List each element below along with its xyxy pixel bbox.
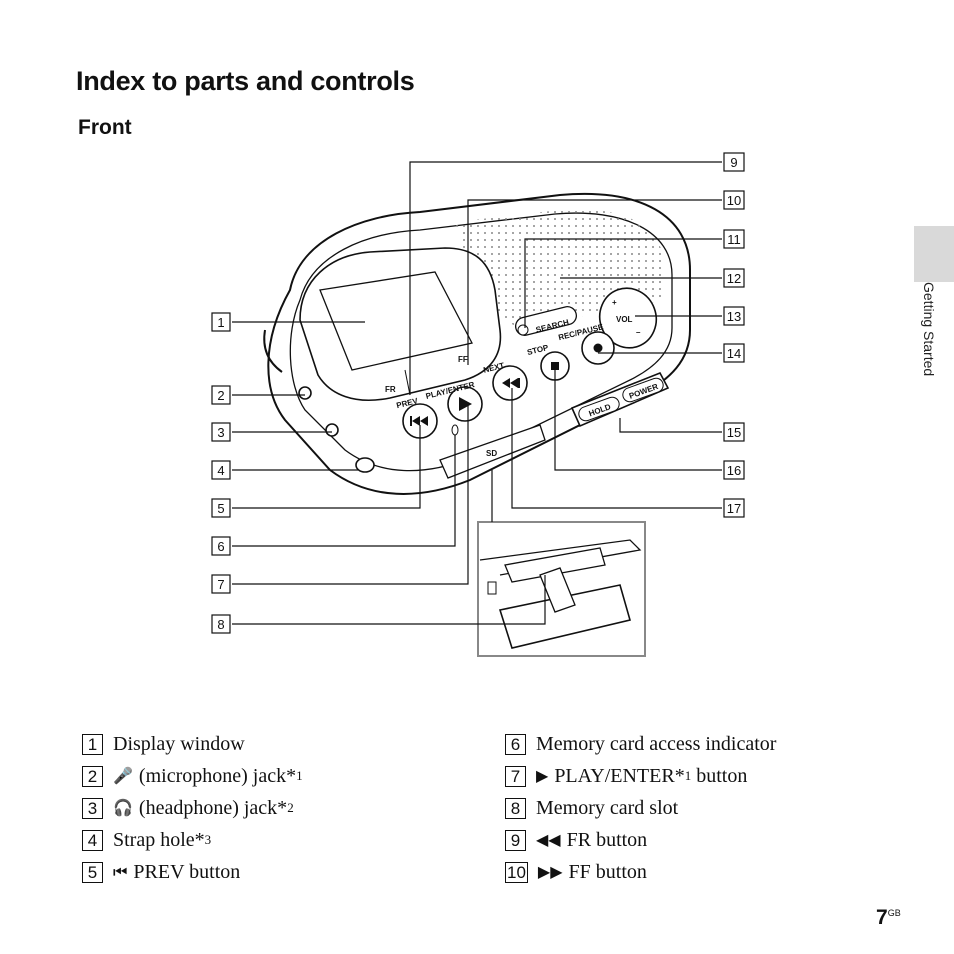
callout-14: 14 [723,343,745,363]
callout-3: 3 [211,422,231,442]
svg-text:11: 11 [727,232,741,247]
fast-forward-icon: ▶▶ [537,862,563,881]
side-tab-marker [914,226,954,282]
fr-ff-labels: FR FF [385,355,468,396]
callout-8: 8 [211,614,231,634]
legend-item: 4 Strap hole*3 [82,824,303,856]
callout-16: 16 [723,460,745,480]
legend-text: Memory card access indicator [536,733,777,755]
legend-text: Strap hole* [113,829,205,851]
callout-13: 13 [723,306,745,326]
legend-number: 9 [505,829,526,851]
legend-text: FF button [568,861,647,883]
callout-11: 11 [723,229,745,249]
legend-item: 1 Display window [82,728,303,760]
callout-4: 4 [211,460,231,480]
svg-text:13: 13 [727,309,741,324]
page-title: Index to parts and controls [76,66,415,96]
next-button: NEXT [482,361,528,401]
play-icon: ▶ [536,766,549,785]
page-number-suffix: GB [887,908,901,918]
svg-text:15: 15 [727,425,741,440]
legend-number: 10 [505,861,528,883]
legend-number: 8 [505,797,526,819]
callout-17: 17 [723,498,745,518]
memory-card-cover: SD [439,424,546,479]
legend-text: FR button [566,829,648,851]
callout-15: 15 [723,422,745,442]
legend-text: PREV button [133,861,241,883]
legend-number: 7 [505,765,526,787]
headphone-icon: 🎧 [113,798,133,817]
callout-6: 6 [211,536,231,556]
legend-item: 6 Memory card access indicator [505,728,776,760]
svg-text:12: 12 [727,271,741,286]
legend-number: 6 [505,733,526,755]
memory-card-indicator [451,424,459,436]
device-illustration: SEARCH + VOL – STOP REC/PAUSE PREV PLAY/… [211,152,745,657]
svg-text:FF: FF [458,355,468,364]
legend-item: 8 Memory card slot [505,792,776,824]
page-number-value: 7 [876,906,888,929]
svg-text:4: 4 [217,463,224,478]
svg-text:9: 9 [730,155,737,170]
legend-number: 5 [82,861,103,883]
svg-text:2: 2 [217,388,224,403]
legend-text-suffix: button [691,765,748,787]
legend-text: PLAY/ENTER* [554,765,685,787]
legend-text: Display window [113,733,245,755]
leader-lines [232,161,722,625]
svg-text:14: 14 [727,346,741,361]
legend-item: 5 ⏮ PREV button [82,856,303,888]
legend-number: 3 [82,797,103,819]
legend-item: 7 ▶ PLAY/ENTER*1 button [505,760,776,792]
svg-text:17: 17 [727,501,741,516]
volume-control: + VOL – [598,287,658,349]
memory-card-slot-detail [477,521,646,657]
section-subtitle: Front [78,116,132,139]
callout-2: 2 [211,385,231,405]
svg-text:5: 5 [217,501,224,516]
legend-text: (microphone) jack* [138,765,297,787]
svg-text:3: 3 [217,425,224,440]
callout-12: 12 [723,268,745,288]
page-number: 7GB [876,906,901,930]
prev-icon: ⏮ [113,862,128,881]
callout-5: 5 [211,498,231,518]
legend-number: 2 [82,765,103,787]
legend-right: 6 Memory card access indicator 7 ▶ PLAY/… [505,728,776,888]
svg-text:SD: SD [486,449,497,458]
svg-text:FR: FR [385,385,396,394]
legend-text: Memory card slot [536,797,679,819]
legend-left: 1 Display window 2 🎤 (microphone) jack*1… [82,728,303,888]
display-window [299,247,502,402]
legend-item: 10 ▶▶ FF button [505,856,776,888]
callout-10: 10 [723,190,745,210]
svg-text:1: 1 [217,315,224,330]
side-tab-label: Getting Started [921,282,937,377]
hold-power-switches: HOLD POWER [570,371,670,428]
microphone-icon: 🎤 [113,766,133,785]
svg-text:16: 16 [727,463,741,478]
svg-text:10: 10 [727,193,741,208]
legend-number: 4 [82,829,103,851]
legend-item: 2 🎤 (microphone) jack*1 [82,760,303,792]
svg-text:–: – [636,328,641,337]
side-jacks [298,386,375,473]
legend-item: 3 🎧 (headphone) jack*2 [82,792,303,824]
callout-9: 9 [723,152,745,172]
legend-text: (headphone) jack* [138,797,288,819]
svg-text:+: + [612,298,617,307]
callout-7: 7 [211,574,231,594]
svg-text:7: 7 [217,577,224,592]
legend-item: 9 ◀◀ FR button [505,824,776,856]
rewind-icon: ◀◀ [536,830,561,849]
legend-number: 1 [82,733,103,755]
svg-text:8: 8 [217,617,224,632]
svg-text:VOL: VOL [616,315,633,324]
svg-text:6: 6 [217,539,224,554]
callout-1: 1 [211,312,231,332]
